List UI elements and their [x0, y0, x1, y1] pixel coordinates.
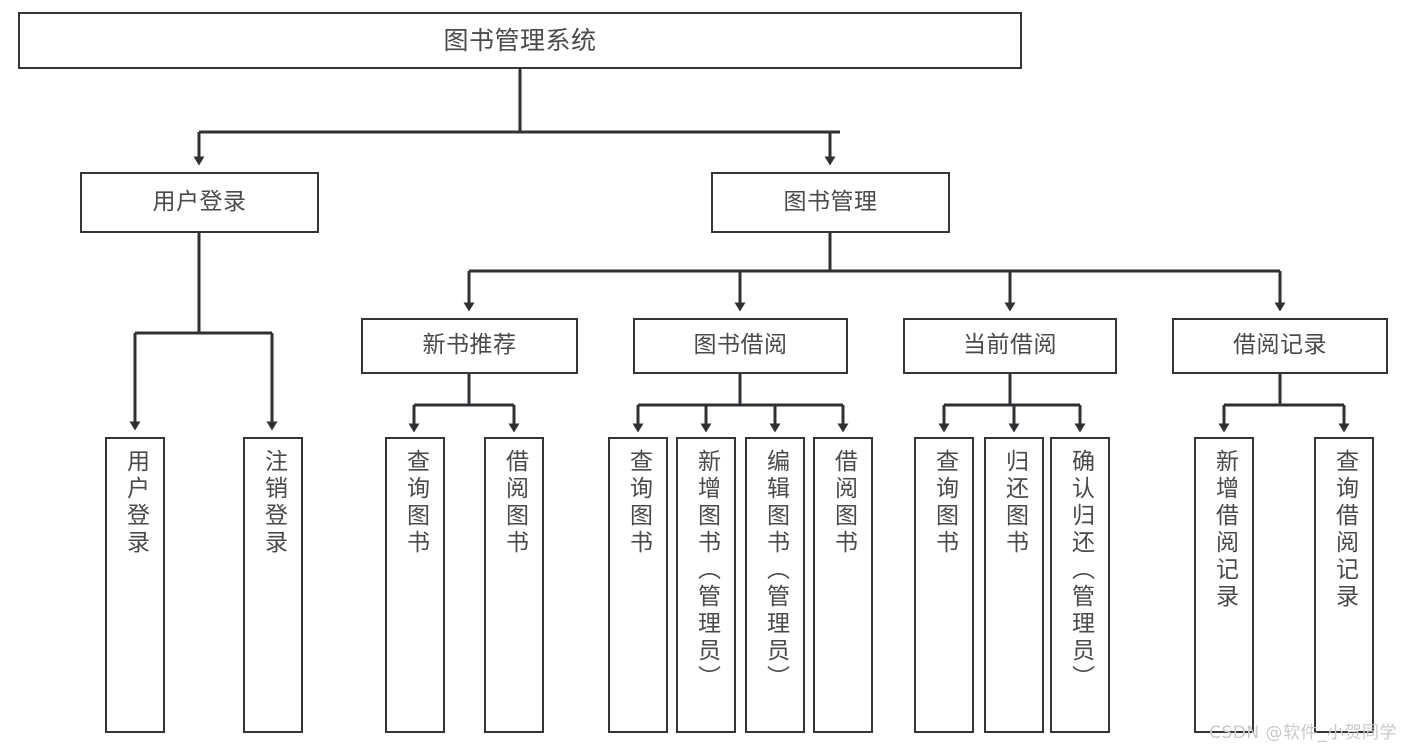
- node-book-borrow[interactable]: 图书借阅: [633, 318, 848, 374]
- node-label: 借阅图书: [830, 449, 857, 557]
- node-label: 归还图书: [1001, 449, 1028, 557]
- node-current-borrow[interactable]: 当前借阅: [903, 318, 1117, 374]
- node-label: 编辑图书（管理员）: [762, 449, 789, 692]
- leaf-query-borrow-record[interactable]: 查询借阅记录: [1314, 437, 1374, 733]
- node-label: 图书管理系统: [443, 25, 597, 55]
- node-new-book-recommend[interactable]: 新书推荐: [361, 318, 578, 374]
- leaf-edit-book[interactable]: 编辑图书（管理员）: [745, 437, 805, 733]
- node-label: 注销登录: [260, 449, 287, 557]
- node-label: 图书管理: [783, 188, 878, 215]
- leaf-add-borrow-record[interactable]: 新增借阅记录: [1194, 437, 1254, 733]
- leaf-query-book-current[interactable]: 查询图书: [914, 437, 974, 733]
- node-label: 用户登录: [122, 449, 149, 557]
- node-label: 新增图书（管理员）: [693, 449, 720, 692]
- node-label: 当前借阅: [963, 332, 1057, 359]
- leaf-borrow-book[interactable]: 借阅图书: [813, 437, 873, 733]
- node-label: 新增借阅记录: [1211, 449, 1238, 611]
- node-label: 借阅图书: [501, 449, 528, 557]
- node-label: 新书推荐: [422, 332, 517, 359]
- node-label: 查询借阅记录: [1331, 449, 1358, 611]
- node-label: 查询图书: [931, 449, 958, 557]
- node-borrow-record[interactable]: 借阅记录: [1172, 318, 1388, 374]
- node-label: 确认归还（管理员）: [1067, 449, 1094, 692]
- leaf-query-book-recommend[interactable]: 查询图书: [385, 437, 445, 733]
- leaf-logout-login[interactable]: 注销登录: [243, 437, 303, 733]
- node-book-management-system[interactable]: 图书管理系统: [18, 12, 1022, 69]
- node-label: 图书借阅: [693, 332, 788, 359]
- node-book-management[interactable]: 图书管理: [711, 172, 950, 233]
- leaf-user-login[interactable]: 用户登录: [105, 437, 165, 733]
- leaf-query-book-borrow[interactable]: 查询图书: [608, 437, 668, 733]
- leaf-add-book[interactable]: 新增图书（管理员）: [676, 437, 736, 733]
- node-label: 用户登录: [152, 188, 247, 215]
- leaf-return-book[interactable]: 归还图书: [984, 437, 1044, 733]
- watermark: CSDN @软件_小贺同学: [1209, 723, 1397, 743]
- node-label: 查询图书: [625, 449, 652, 557]
- leaf-confirm-return[interactable]: 确认归还（管理员）: [1050, 437, 1110, 733]
- node-label: 查询图书: [402, 449, 429, 557]
- node-user-login[interactable]: 用户登录: [80, 172, 319, 233]
- leaf-borrow-book-recommend[interactable]: 借阅图书: [484, 437, 544, 733]
- node-label: 借阅记录: [1233, 332, 1327, 359]
